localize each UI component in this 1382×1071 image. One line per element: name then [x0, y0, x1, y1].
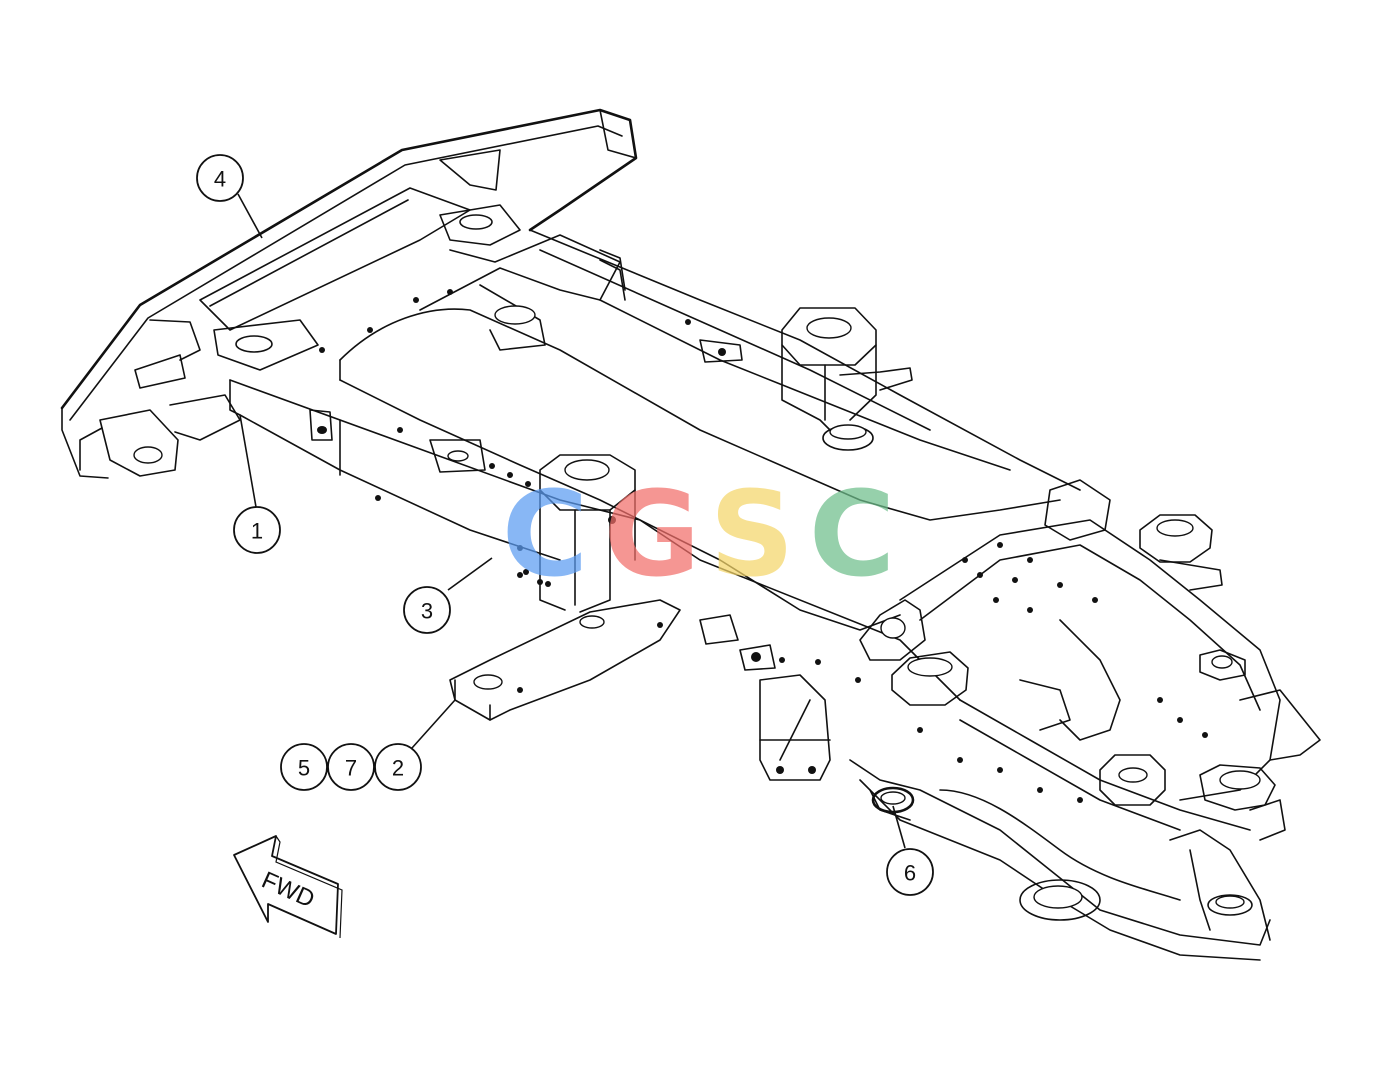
leader-4 [237, 193, 263, 239]
callout-1: 1 [233, 506, 281, 554]
callout-label-4: 4 [214, 167, 226, 192]
machine-frame-drawing [60, 108, 1321, 961]
front-lower-mount [849, 759, 1286, 961]
leader-6 [892, 805, 906, 849]
watermark-letter-s: S [710, 465, 795, 603]
right-upper-mount-tower [781, 307, 913, 451]
callout-7: 7 [327, 743, 375, 791]
leader-lines [237, 193, 906, 849]
callout-label-7: 7 [345, 756, 357, 781]
callout-label-5: 5 [298, 756, 310, 781]
central-mounts [699, 599, 969, 781]
right-rear-section [899, 479, 1321, 831]
callout-label-2: 2 [392, 756, 404, 781]
center-mount-tower [517, 454, 636, 613]
leader-3 [447, 557, 493, 591]
callout-2: 2 [374, 743, 422, 791]
callout-6: 6 [886, 848, 934, 896]
callout-label-3: 3 [421, 599, 433, 624]
callout-label-6: 6 [904, 861, 916, 886]
leader-1 [239, 414, 257, 508]
cgsc-watermark: C G S C [502, 465, 896, 603]
right-side-rail [529, 229, 1081, 491]
watermark-letter-g: G [604, 465, 701, 603]
leader-2 [411, 699, 456, 749]
rear-frame-section [60, 108, 638, 479]
watermark-letter-c1: C [502, 465, 589, 603]
fwd-direction-arrow: FWD [233, 835, 343, 939]
left-support-arm [449, 599, 681, 721]
callout-4: 4 [196, 154, 244, 202]
callout-5: 5 [280, 743, 328, 791]
watermark-letter-c2: C [809, 465, 896, 603]
center-frame-opening [319, 234, 1061, 631]
left-side-rail [229, 379, 961, 701]
callout-label-1: 1 [251, 519, 263, 544]
callout-3: 3 [403, 586, 451, 634]
